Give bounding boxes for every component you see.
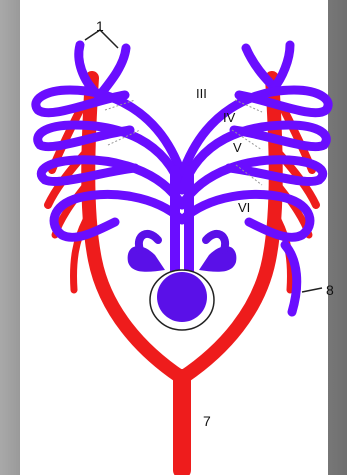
label-arch-iii: III [196,86,207,101]
label-7: 7 [203,413,211,429]
label-arch-vi: VI [238,200,250,215]
label-8: 8 [326,282,334,298]
heart [128,234,237,330]
label-arch-iv: IV [223,110,235,125]
label-arch-v: V [233,140,242,155]
label-1: 1 [96,18,104,34]
